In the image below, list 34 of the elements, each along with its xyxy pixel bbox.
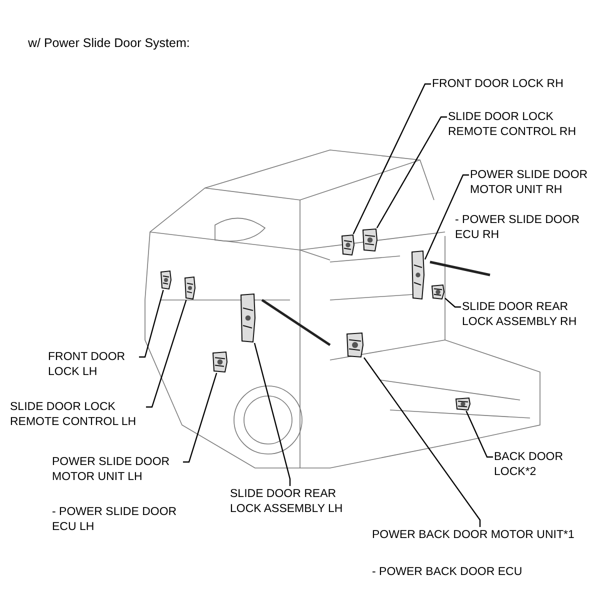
leader-line: [183, 372, 218, 463]
door-lock-drawing: [160, 270, 172, 290]
door-lock-drawing: [240, 293, 256, 343]
leader-line: [376, 116, 447, 228]
motor-unit-drawing: [411, 250, 425, 300]
motor-unit-drawing: [346, 332, 364, 358]
leader-line: [146, 300, 187, 408]
leader-line: [364, 357, 481, 527]
part-label: POWER SLIDE DOOR MOTOR UNIT RH: [470, 168, 600, 198]
leader-line: [139, 290, 164, 358]
note-text: - POWER SLIDE DOOR ECU RH: [455, 213, 581, 243]
motor-unit-drawing: [212, 351, 228, 373]
part-label: FRONT DOOR LOCK RH: [432, 77, 592, 92]
part-label: POWER SLIDE DOOR MOTOR UNIT LH: [52, 455, 182, 485]
heading: w/ Power Slide Door System:: [28, 36, 190, 50]
part-label: SLIDE DOOR REAR LOCK ASSEMBLY RH: [462, 300, 597, 330]
part-label: BACK DOOR LOCK*2: [494, 450, 574, 480]
door-lock-drawing: [455, 397, 471, 411]
remote-control-drawing: [362, 228, 378, 252]
leader-line: [424, 174, 469, 260]
leader-line: [444, 298, 461, 308]
leader-line: [352, 83, 431, 234]
leader-line: [254, 342, 291, 486]
part-label: SLIDE DOOR LOCK REMOTE CONTROL RH: [448, 110, 598, 140]
part-label: FRONT DOOR LOCK LH: [48, 350, 138, 380]
part-label: SLIDE DOOR REAR LOCK ASSEMBLY LH: [230, 487, 360, 517]
door-lock-drawing: [341, 234, 355, 256]
remote-control-drawing: [184, 276, 196, 300]
part-label: SLIDE DOOR LOCK REMOTE CONTROL LH: [10, 400, 145, 430]
leader-line: [466, 410, 493, 458]
note-text: - POWER BACK DOOR ECU: [372, 565, 524, 580]
door-lock-drawing: [431, 284, 445, 300]
part-label: POWER BACK DOOR MOTOR UNIT*1: [372, 528, 597, 543]
note-text: - POWER SLIDE DOOR ECU LH: [52, 505, 178, 535]
